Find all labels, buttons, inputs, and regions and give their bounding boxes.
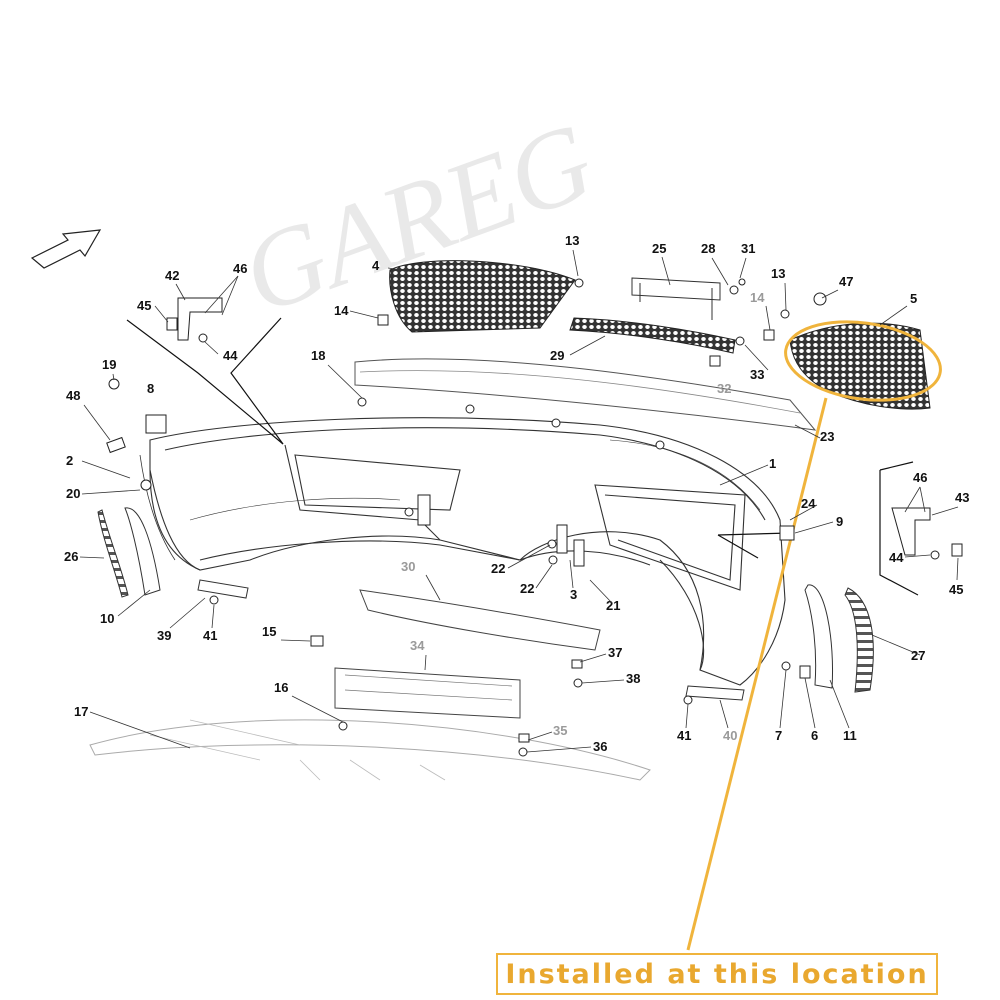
bracket-39 (197, 579, 249, 599)
lower-intake (334, 667, 521, 719)
callout-box: Installed at this location (496, 953, 938, 995)
label-40: 40 (723, 728, 737, 743)
label-46b: 46 (913, 470, 927, 485)
label-44b: 44 (889, 550, 904, 565)
upper-cover-strip (354, 358, 817, 431)
label-31: 31 (741, 241, 755, 256)
label-22a: 22 (491, 561, 505, 576)
label-30: 30 (401, 559, 415, 574)
label-19: 19 (102, 357, 116, 372)
bumper-body (139, 417, 786, 686)
label-1: 1 (769, 456, 776, 471)
fasteners (106, 278, 963, 757)
bracket-25 (631, 277, 721, 301)
grille-upper-right (789, 322, 931, 410)
label-22b: 22 (520, 581, 534, 596)
label-26: 26 (64, 549, 78, 564)
grille-strip (569, 317, 736, 354)
bracket-40 (685, 685, 745, 701)
label-6: 6 (811, 728, 818, 743)
label-46a: 46 (233, 261, 247, 276)
side-trim-right (804, 584, 833, 689)
highlight-ellipse (784, 320, 942, 402)
label-37: 37 (608, 645, 622, 660)
label-43: 43 (955, 490, 969, 505)
label-47: 47 (839, 274, 853, 289)
label-9: 9 (836, 514, 843, 529)
label-18: 18 (311, 348, 325, 363)
label-33: 33 (750, 367, 764, 382)
label-13b: 13 (771, 266, 785, 281)
leader-lines (126, 317, 919, 596)
label-8: 8 (147, 381, 154, 396)
label-10: 10 (100, 611, 114, 626)
label-29: 29 (550, 348, 564, 363)
direction-arrow-icon (30, 229, 102, 269)
part-labels: 1 2 3 4 5 6 7 8 9 10 11 13 13 14 14 15 1… (64, 233, 969, 754)
label-32: 32 (717, 381, 731, 396)
label-28: 28 (701, 241, 715, 256)
label-4: 4 (372, 258, 380, 273)
label-16: 16 (274, 680, 288, 695)
label-14a: 14 (334, 303, 349, 318)
side-trim-left (124, 507, 161, 596)
label-41b: 41 (677, 728, 691, 743)
label-23: 23 (820, 429, 834, 444)
label-24: 24 (801, 496, 816, 511)
label-36: 36 (593, 739, 607, 754)
label-3: 3 (570, 587, 577, 602)
side-grille-right (844, 587, 874, 693)
label-20: 20 (66, 486, 80, 501)
label-41a: 41 (203, 628, 217, 643)
label-48: 48 (66, 388, 80, 403)
callout-text: Installed at this location (505, 958, 929, 990)
callout-leader (686, 397, 828, 951)
label-17: 17 (74, 704, 88, 719)
label-leaders (79, 249, 959, 753)
label-35: 35 (553, 723, 567, 738)
label-27: 27 (911, 648, 925, 663)
label-2: 2 (66, 453, 73, 468)
underbody-tray (89, 719, 651, 781)
label-45b: 45 (949, 582, 963, 597)
label-44a: 44 (223, 348, 238, 363)
label-25: 25 (652, 241, 666, 256)
label-15: 15 (262, 624, 276, 639)
lower-lip (359, 589, 601, 651)
label-45a: 45 (137, 298, 151, 313)
grille-upper-left (389, 260, 576, 333)
label-7: 7 (775, 728, 782, 743)
label-14b: 14 (750, 290, 765, 305)
label-38: 38 (626, 671, 640, 686)
label-11: 11 (843, 728, 857, 743)
label-39: 39 (157, 628, 171, 643)
label-21: 21 (606, 598, 620, 613)
label-13a: 13 (565, 233, 579, 248)
label-34: 34 (410, 638, 425, 653)
label-5: 5 (910, 291, 917, 306)
label-42: 42 (165, 268, 179, 283)
side-grille-left (97, 509, 129, 598)
